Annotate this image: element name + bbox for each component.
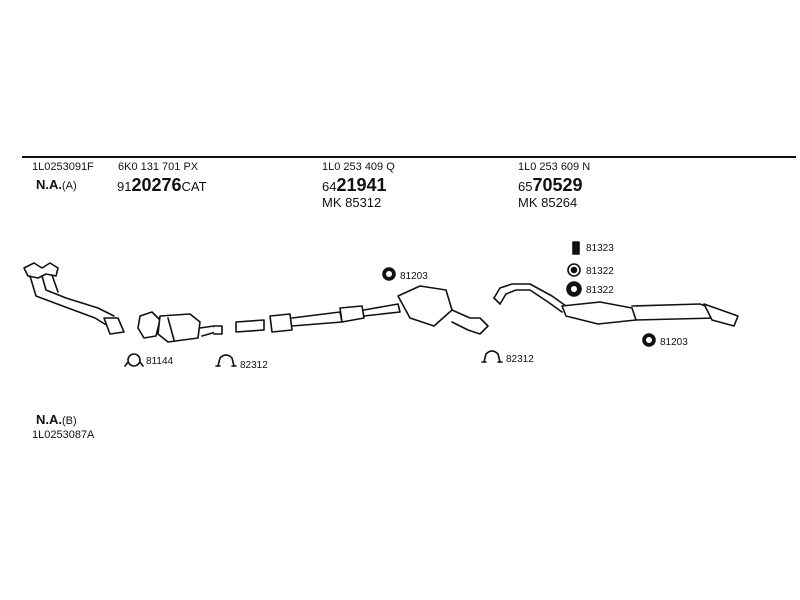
part-number-prefix: 91 (117, 179, 132, 194)
mk-number-middle-silencer: MK 85312 (322, 195, 382, 210)
ref-label-81323: 81323 (586, 243, 614, 254)
ref-label-81203-a: 81203 (400, 271, 428, 282)
exhaust-manifold (23, 262, 125, 335)
part-number-prefix: 64 (322, 179, 337, 194)
part-number-main: 70529 (532, 175, 583, 195)
na-main-text: N.A. (36, 412, 62, 427)
ref-label-82312-a: 82312 (240, 360, 268, 371)
part-code-rear-silencer: 1L0 253 609 N (518, 161, 591, 173)
rubber-mount-icon (567, 263, 581, 277)
bolt-icon (572, 241, 580, 255)
na-main-text: N.A. (36, 177, 62, 192)
gasket-ring-icon (382, 267, 396, 281)
ref-label-81144: 81144 (146, 356, 174, 367)
part-number-prefix: 65 (518, 179, 533, 194)
part-number-main: 20276 (131, 175, 182, 195)
ref-label-81322-b: 81322 (586, 285, 614, 296)
ref-label-81203-b: 81203 (660, 337, 688, 348)
part-code-catalyst: 6K0 131 701 PX (118, 161, 199, 173)
rubber-mount-icon (566, 281, 582, 297)
clamp-icon (215, 354, 237, 367)
part-number-main: 21941 (336, 175, 387, 195)
na-sub-text: (B) (62, 415, 77, 427)
part-number-rear-silencer: 6570529 (518, 176, 583, 195)
na-label-a: N.A.(A) (36, 178, 77, 192)
part-number-middle-silencer: 6421941 (322, 176, 387, 195)
header-divider-line (22, 156, 796, 158)
ref-label-82312-b: 82312 (506, 354, 534, 365)
mk-number-rear-silencer: MK 85264 (518, 195, 578, 210)
catalytic-converter (137, 311, 223, 343)
part-number-suffix: CAT (181, 179, 207, 194)
part-code-manifold: 1L0253091F (32, 161, 94, 173)
ref-label-81322-a: 81322 (586, 266, 614, 277)
middle-silencer (235, 285, 489, 335)
part-code-middle-silencer: 1L0 253 409 Q (322, 161, 395, 173)
rear-silencer (493, 283, 739, 327)
na-sub-text: (A) (62, 180, 77, 192)
gasket-ring-icon (642, 333, 656, 347)
clamp-icon (481, 350, 503, 363)
clamp-icon (124, 353, 144, 367)
part-number-catalyst: 9120276CAT (117, 176, 207, 195)
part-code-bottom: 1L0253087A (32, 429, 95, 441)
na-label-b: N.A.(B) (36, 413, 77, 427)
